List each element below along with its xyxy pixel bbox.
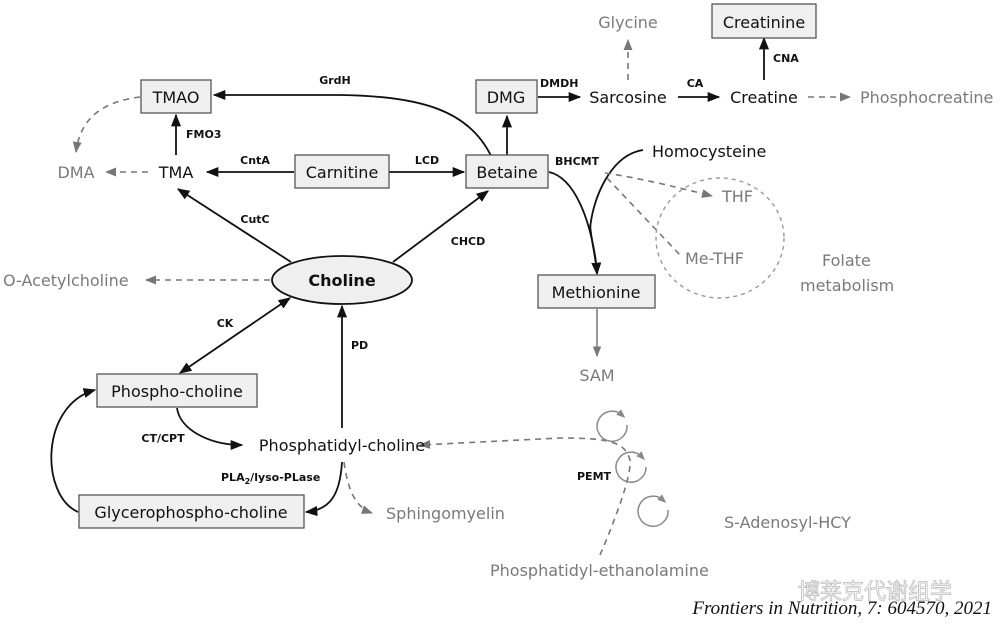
methionine-box	[537, 274, 656, 309]
enzyme-pemt: PEMT	[577, 470, 612, 483]
arrow-chcd	[392, 190, 490, 263]
enzyme-chcd: CHCD	[451, 235, 485, 248]
betaine-box	[465, 154, 549, 189]
arrow-bhcmt-methionine	[589, 224, 602, 276]
dma-label: DMA	[57, 163, 94, 182]
arrow-bhcmt-methf	[606, 177, 681, 256]
folate-cycle-ellipse	[655, 177, 785, 299]
enzyme-ca: CA	[687, 77, 704, 90]
enzyme-dmdh: DMDH	[540, 77, 578, 90]
phosphocreatine-label: Phosphocreatine	[860, 88, 993, 107]
carnitine-label: Carnitine	[306, 163, 379, 182]
tmao-box	[140, 79, 212, 114]
homocysteine-label: Homocysteine	[652, 142, 766, 161]
arrow-ct-cpt	[176, 407, 244, 451]
glycerophosphocholine-label: Glycerophospho-choline	[94, 503, 287, 522]
arrow-pemt	[418, 437, 631, 556]
enzyme-cna: CNA	[773, 52, 799, 65]
o-acetylcholine-label: O-Acetylcholine	[3, 271, 129, 290]
arrow-grdh	[212, 89, 493, 159]
sam-label: SAM	[579, 366, 614, 385]
cycle-arrow-1-icon	[596, 409, 628, 442]
enzyme-ct-cpt: CT/CPT	[141, 432, 185, 445]
arrow-pla2	[304, 461, 343, 517]
enzyme-pd: PD	[351, 339, 368, 352]
enzyme-cutc: CutC	[240, 213, 269, 226]
arrow-bhcmt-betaine	[548, 171, 597, 263]
cycle-arrow-2-icon	[615, 451, 647, 483]
enzyme-fmo3: FMO3	[186, 128, 221, 141]
creatinine-box	[711, 3, 817, 39]
dmg-box	[475, 79, 538, 114]
sarcosine-label: Sarcosine	[589, 88, 667, 107]
tma-label: TMA	[158, 163, 194, 182]
dmg-label: DMG	[487, 88, 526, 107]
enzyme-bhcmt: BHCMT	[555, 155, 600, 168]
me-thf-label: Me-THF	[685, 249, 744, 268]
choline-label: Choline	[308, 271, 375, 290]
enzyme-lcd: LCD	[415, 154, 439, 167]
enzyme-pla2: PLA2/lyso-PLase	[221, 471, 320, 486]
creatinine-label: Creatinine	[723, 13, 805, 32]
s-adenosyl-hcy-label: S-Adenosyl-HCY	[724, 513, 851, 532]
phosphocholine-box	[96, 373, 258, 408]
enzyme-ck: CK	[217, 317, 234, 330]
phosphocholine-label: Phospho-choline	[111, 382, 243, 401]
choline-ellipse	[271, 255, 413, 305]
sphingomyelin-label: Sphingomyelin	[386, 504, 505, 523]
phosphatidylethanolamine-label: Phosphatidyl-ethanolamine	[490, 561, 709, 580]
arrow-bhcmt-thf	[604, 172, 714, 198]
cycle-arrow-3-icon	[637, 494, 669, 527]
methionine-label: Methionine	[552, 283, 641, 302]
folate-label-2: metabolism	[800, 276, 894, 295]
enzyme-cnta: CntA	[240, 154, 270, 167]
thf-label: THF	[721, 187, 753, 206]
folate-label-1: Folate	[822, 251, 871, 270]
creatine-label: Creatine	[730, 88, 798, 107]
phosphatidylcholine-label: Phosphatidyl-choline	[259, 436, 425, 455]
betaine-label: Betaine	[476, 163, 537, 182]
arrow-cutc	[176, 188, 292, 263]
arrow-ck	[178, 297, 292, 374]
arrow-tmao-dma	[72, 96, 141, 154]
glycerophosphocholine-box	[78, 494, 305, 529]
carnitine-box	[294, 154, 390, 189]
arrow-pc-sphingomyelin	[343, 461, 374, 514]
citation: Frontiers in Nutrition, 7: 604570, 2021	[691, 598, 992, 619]
glycine-label: Glycine	[598, 13, 658, 32]
arrow-bhcmt-homocysteine	[589, 149, 644, 231]
arrow-gpc-phosphocholine	[50, 388, 97, 513]
watermark: 博莱克代谢组学	[798, 580, 952, 605]
tmao-label: TMAO	[152, 88, 200, 107]
enzyme-grdh: GrdH	[319, 74, 351, 87]
